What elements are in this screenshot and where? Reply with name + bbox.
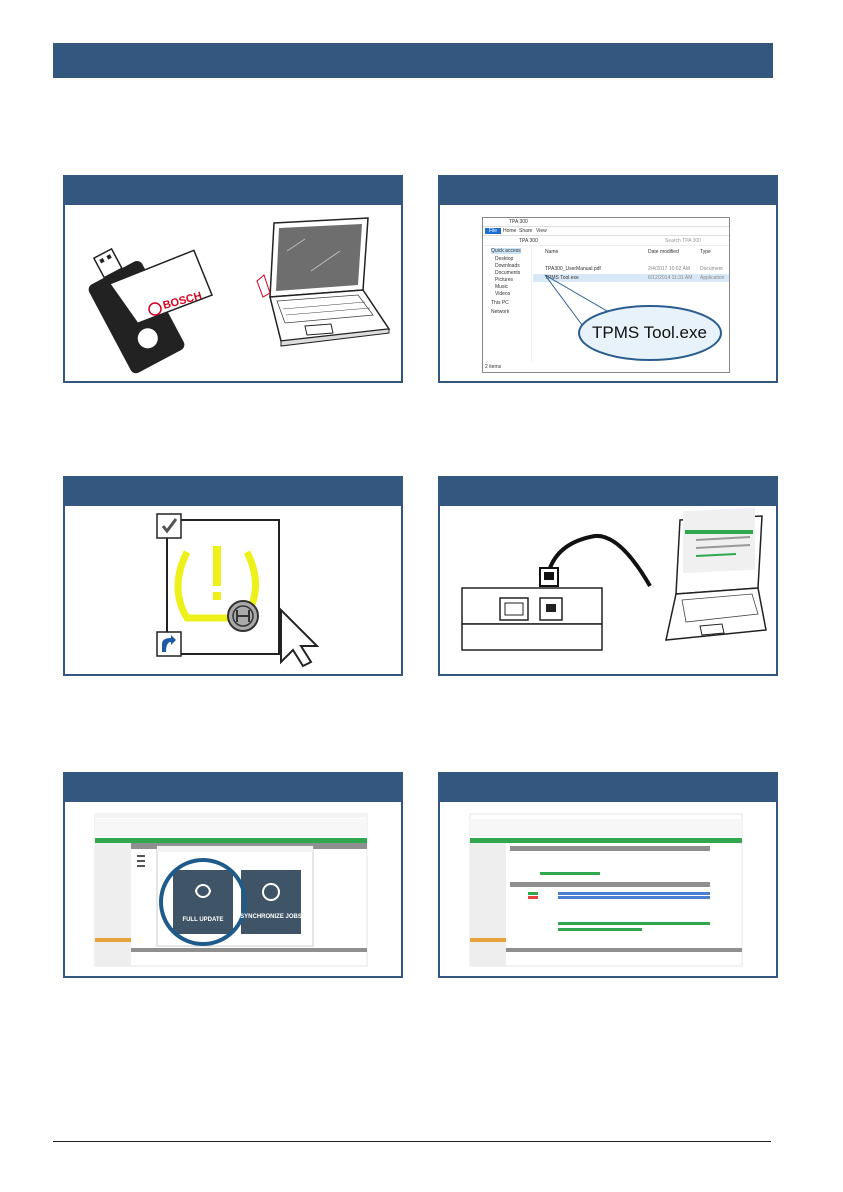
file-row-selected[interactable]: TPMS Tool.exe 6/12/2014 11:31 AM Applica… (533, 274, 729, 282)
panel-transfer-progress (438, 772, 778, 978)
ribbon-tab-view[interactable]: View (536, 228, 547, 234)
tpms-desktop-icon (156, 513, 320, 668)
panel-header (65, 478, 401, 506)
panel-usb-laptop: BOSCH (63, 175, 403, 383)
panel-header (65, 774, 401, 802)
file-date: 2/4/2017 10:02 AM (648, 266, 690, 272)
progress-bar-to-pc (558, 922, 710, 925)
nav-documents[interactable]: Documents (495, 270, 521, 276)
nav-this-pc[interactable]: This PC (491, 300, 509, 306)
file-type: Application (700, 275, 725, 281)
status-bar: 2 items (485, 364, 502, 370)
file-name: TPA300_UserManual.pdf (545, 266, 601, 272)
nav-pictures[interactable]: Pictures (495, 277, 514, 283)
ribbon-tab-share[interactable]: Share (519, 228, 533, 234)
ribbon-tab-home[interactable]: Home (503, 228, 517, 234)
nav-music[interactable]: Music (495, 284, 509, 290)
explorer-address-row: TPA 300 Search TPA 300 (483, 236, 729, 246)
explorer-file-list: Name Date modified Type TPA300_UserManua… (533, 245, 729, 305)
file-date: 6/12/2014 11:31 AM (648, 275, 693, 281)
usb-laptop-illustration: BOSCH (88, 217, 391, 374)
full-update-button[interactable] (173, 870, 233, 934)
device-laptop-illustration (461, 507, 767, 651)
highlight-circle (159, 858, 247, 946)
explorer-nav-pane: Quick access Desktop Downloads Documents… (483, 245, 532, 362)
address-bar[interactable]: TPA 300 (519, 238, 538, 244)
synchronize-jobs-label: SYNCHRONIZE JOBS (240, 914, 302, 920)
nav-videos[interactable]: Videos (495, 291, 511, 297)
header-bar (53, 43, 773, 78)
nav-quick-access[interactable]: Quick access (491, 248, 521, 254)
panel-full-update: FULL UPDATE SYNCHRONIZE JOBS (63, 772, 403, 978)
panel-header (440, 478, 776, 506)
column-header-name[interactable]: Name (545, 249, 559, 255)
nav-downloads[interactable]: Downloads (495, 263, 520, 269)
panel-device-connection (438, 476, 778, 676)
column-header-type[interactable]: Type (700, 249, 711, 255)
sync-icon (262, 883, 280, 901)
search-input[interactable]: Search TPA 300 (665, 238, 701, 244)
panel-header (440, 774, 776, 802)
file-name: TPMS Tool.exe (545, 275, 579, 281)
explorer-window: TPA 300 File Home Share View TPA 300 Sea… (482, 217, 730, 373)
column-header-date[interactable]: Date modified (648, 249, 679, 255)
panel-header (65, 177, 401, 205)
synchronize-jobs-button[interactable] (241, 870, 301, 934)
bosch-logo-icon (148, 302, 162, 316)
full-update-label: FULL UPDATE (182, 917, 224, 923)
callout-filename: TPMS Tool.exe (592, 323, 707, 342)
panel-file-explorer: TPA 300 File Home Share View TPA 300 Sea… (438, 175, 778, 383)
app-screenshot-transfer (469, 813, 743, 967)
ethernet-port-icon (499, 597, 529, 621)
panel-tpms-icon (63, 476, 403, 676)
explorer-ribbon-tabs: File Home Share View (483, 227, 729, 236)
file-row[interactable]: TPA300_UserManual.pdf 2/4/2017 10:02 AM … (533, 265, 729, 273)
footer-rule (53, 1141, 771, 1142)
panel-header (440, 177, 776, 205)
explorer-titlebar: TPA 300 (483, 218, 729, 227)
progress-bar-to-device (558, 928, 642, 931)
mouse-cursor-icon (280, 607, 320, 668)
app-screenshot-full-update (94, 813, 368, 967)
file-type: Document (700, 266, 723, 272)
ribbon-tab-file[interactable]: File (485, 228, 502, 234)
explorer-window-title: TPA 300 (509, 219, 528, 225)
nav-desktop[interactable]: Desktop (495, 256, 514, 262)
nav-network[interactable]: Network (491, 309, 510, 315)
refresh-icon (195, 884, 211, 893)
